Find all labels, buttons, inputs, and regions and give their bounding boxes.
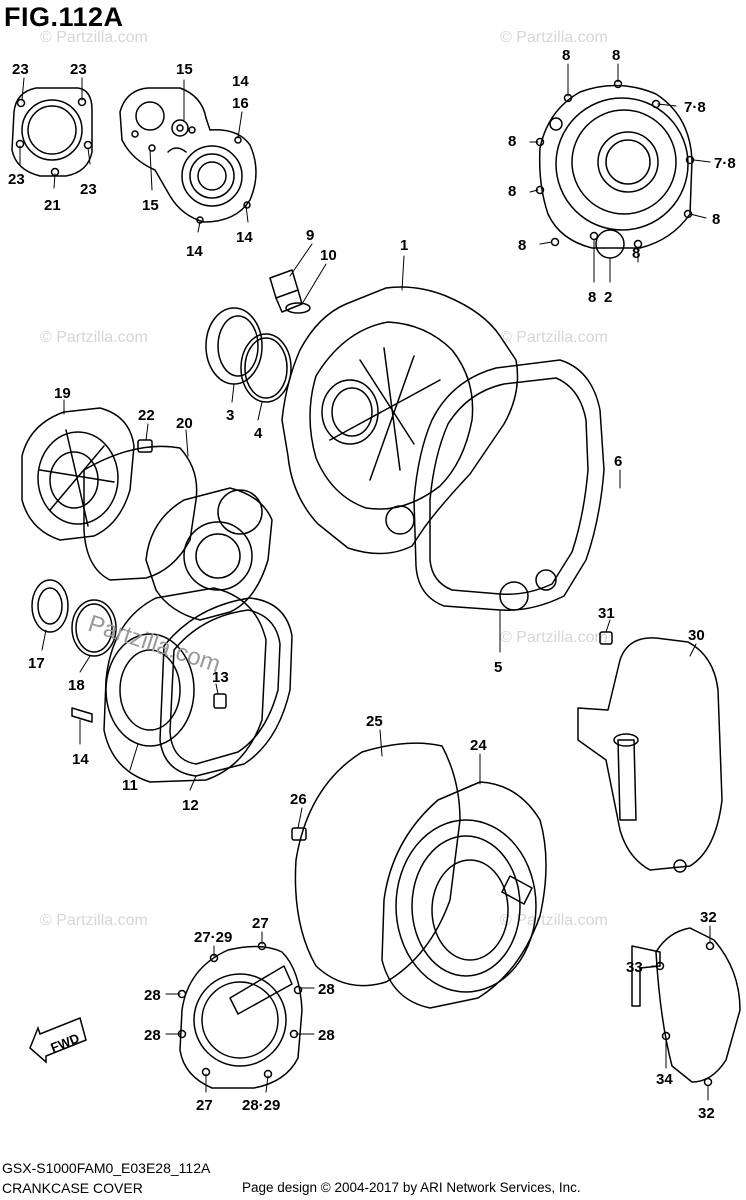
pulser-cover-part xyxy=(21,407,198,581)
part-callout: 28 xyxy=(318,981,335,998)
part-callout: 23 xyxy=(70,61,87,78)
part-callout: 4 xyxy=(254,425,263,442)
starter-clutch-cover-part xyxy=(177,941,303,1089)
part-callout: 8 xyxy=(632,245,640,262)
copyright-notice: Page design © 2004-2017 by ARI Network S… xyxy=(242,1180,581,1195)
part-callout: 23 xyxy=(80,181,97,198)
part-callout: 20 xyxy=(176,415,193,432)
part-callout: 15 xyxy=(142,197,159,214)
part-callout: 27·29 xyxy=(194,929,232,946)
part-callout: 18 xyxy=(68,677,85,694)
part-callout: 19 xyxy=(54,385,71,402)
watermark-text: © Partzilla.com xyxy=(40,29,148,46)
part-callout: 28 xyxy=(144,1027,161,1044)
part-callout: 11 xyxy=(122,777,138,794)
part-callout: 8 xyxy=(508,133,516,150)
figure-title: FIG.112A xyxy=(4,2,124,32)
part-callout: 14 xyxy=(72,751,89,768)
part-callout: 16 xyxy=(232,95,249,112)
part-callout: 24 xyxy=(470,737,487,754)
part-callout: 14 xyxy=(236,229,253,246)
part-callout: 33 xyxy=(626,959,643,976)
part-callout: 6 xyxy=(614,453,622,470)
part-callout: 7·8 xyxy=(714,155,736,172)
section-name: CRANKCASE COVER xyxy=(2,1180,143,1196)
model-code: GSX-S1000FAM0_E03E28_112A xyxy=(2,1160,211,1176)
part-callout: 5 xyxy=(494,659,502,676)
part-callout: 32 xyxy=(700,909,717,926)
part-callout: 30 xyxy=(688,627,705,644)
gasket-part xyxy=(413,359,605,611)
part-callout: 7·8 xyxy=(684,99,706,116)
part-callout: 14 xyxy=(232,73,249,90)
part-callout: 27 xyxy=(196,1097,213,1114)
part-callout: 8 xyxy=(562,47,570,64)
part-callout: 1 xyxy=(400,237,408,254)
leader-lines xyxy=(19,63,711,1101)
pump-cover-part xyxy=(119,87,257,224)
part-callout: 26 xyxy=(290,791,307,808)
part-callout: 9 xyxy=(306,227,314,244)
watermark-text: © Partzilla.com xyxy=(500,912,608,929)
part-callout: 21 xyxy=(44,197,61,214)
sprocket-cover-part xyxy=(577,631,723,873)
part-callout: 25 xyxy=(366,713,383,730)
part-callout: 12 xyxy=(182,797,199,814)
part-callout: 10 xyxy=(320,247,337,264)
part-callout: 8 xyxy=(612,47,620,64)
watermark-text: © Partzilla.com xyxy=(500,29,608,46)
watermark-inline: Partzilla.com xyxy=(85,610,224,678)
part-callout: 28 xyxy=(144,987,161,1004)
part-callout: 3 xyxy=(226,407,234,424)
part-callout: 8 xyxy=(588,289,596,306)
part-callout: 2 xyxy=(604,289,612,306)
callout-labels: 23 23 23 23 21 15 15 14 16 14 14 8 8 7·8… xyxy=(8,47,736,1122)
part-callout: 32 xyxy=(698,1105,715,1122)
part-callout: 28·29 xyxy=(242,1097,280,1114)
part-callout: 17 xyxy=(28,655,45,672)
watermark-layer: © Partzilla.com © Partzilla.com © Partzi… xyxy=(40,29,608,929)
watermark-text: © Partzilla.com xyxy=(500,629,608,646)
part-callout: 31 xyxy=(598,605,615,622)
part-callout: 23 xyxy=(12,61,29,78)
part-callout: 15 xyxy=(176,61,193,78)
part-callout: 27 xyxy=(252,915,269,932)
part-callout: 28 xyxy=(318,1027,335,1044)
filler-plug-part xyxy=(269,269,311,314)
seal-cover-part xyxy=(11,87,93,177)
oil-seal-part xyxy=(205,307,292,403)
part-callout: 8 xyxy=(712,211,720,228)
clutch-cover-part xyxy=(291,742,547,1009)
part-callout: 14 xyxy=(186,243,203,260)
generator-cover-part xyxy=(535,79,695,259)
guard-cover-part xyxy=(631,927,741,1087)
forward-arrow-badge: FWD xyxy=(29,1016,87,1064)
crankcase-cover-part xyxy=(281,286,519,555)
part-callout: 23 xyxy=(8,171,25,188)
part-callout: 8 xyxy=(518,237,526,254)
water-pump-part xyxy=(31,487,293,783)
part-callout: 13 xyxy=(212,669,229,686)
part-callout: 22 xyxy=(138,407,155,424)
watermark-text: © Partzilla.com xyxy=(500,329,608,346)
part-callout: 8 xyxy=(508,183,516,200)
watermark-text: © Partzilla.com xyxy=(40,912,148,929)
watermark-text: © Partzilla.com xyxy=(40,329,148,346)
part-callout: 34 xyxy=(656,1071,673,1088)
